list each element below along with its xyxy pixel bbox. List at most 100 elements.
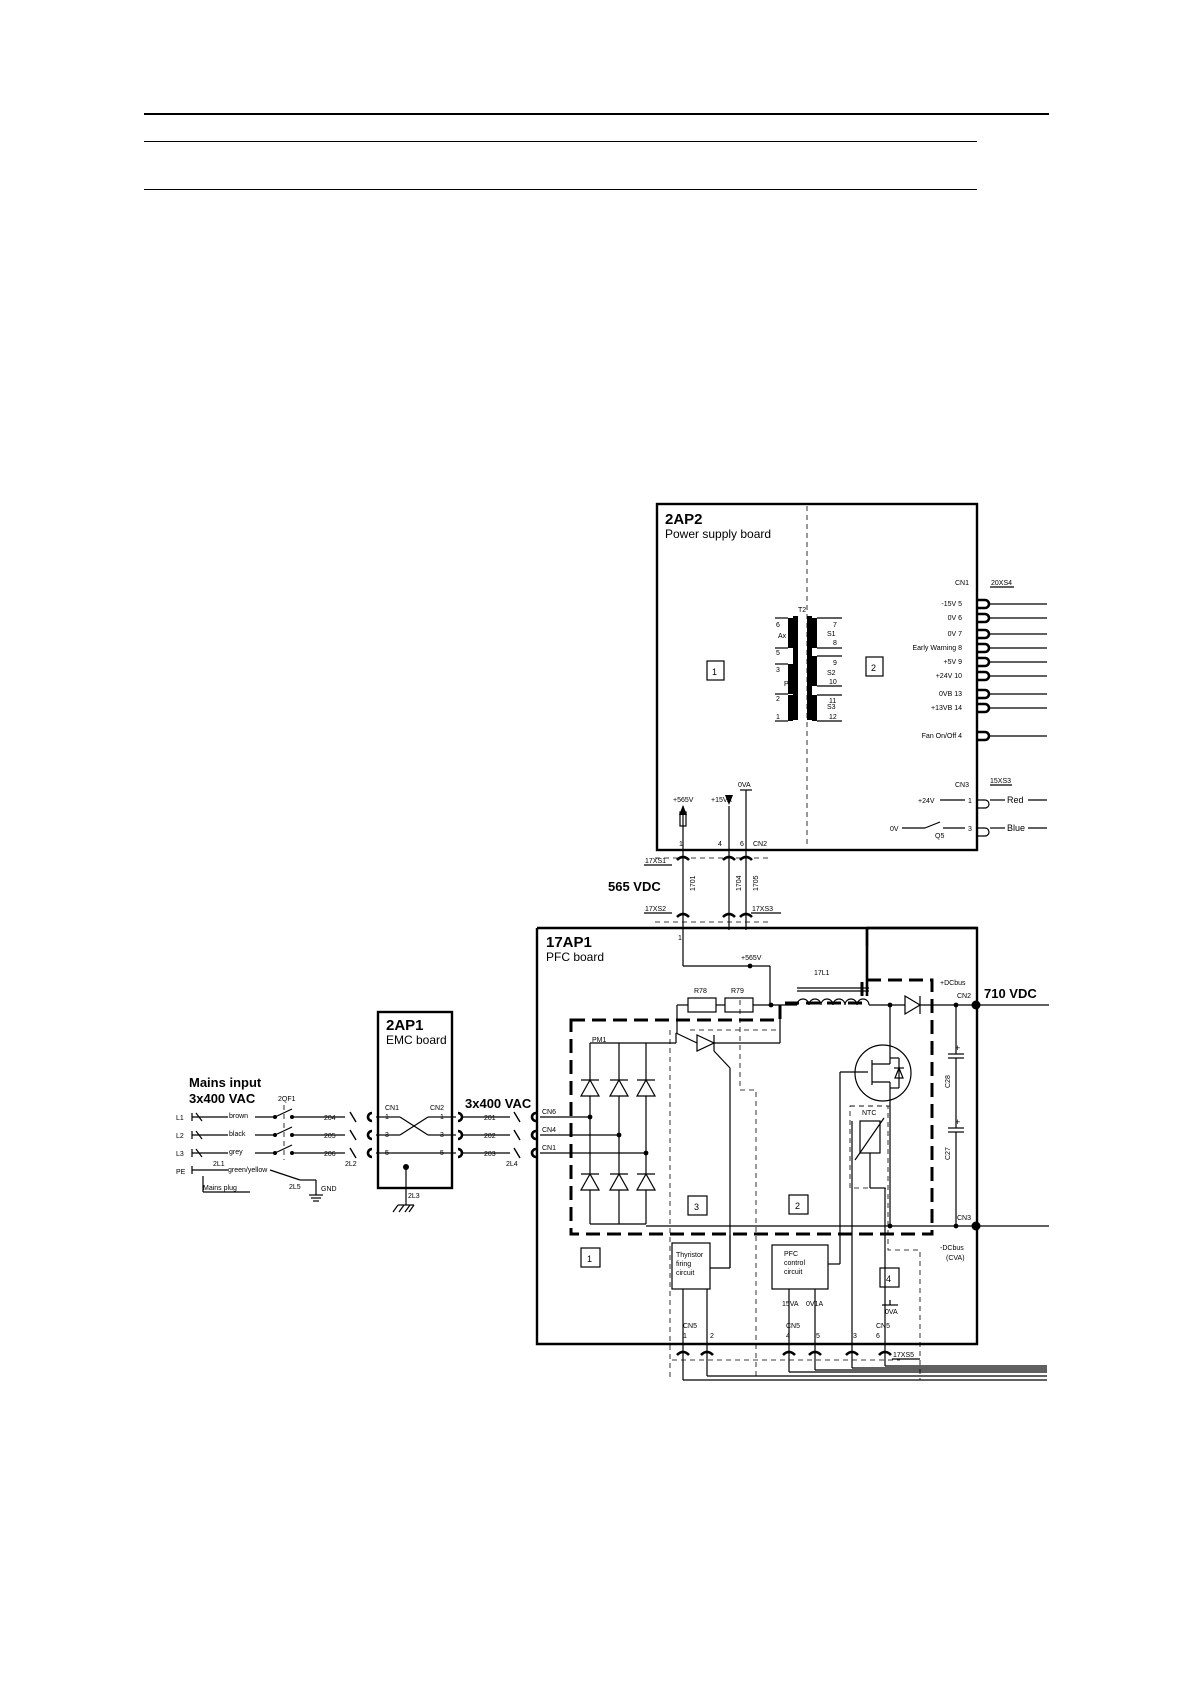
svg-text:10: 10 (829, 679, 837, 686)
svg-text:1705: 1705 (753, 875, 760, 891)
svg-text:CN3: CN3 (955, 782, 969, 789)
svg-text:1: 1 (683, 1333, 687, 1340)
cn1-connector-pin (977, 656, 991, 668)
voltage-710: 710 VDC (984, 986, 1037, 1001)
mains-input: Mains input 3x400 VAC 3x400 VAC 2QF1 L1 … (176, 1075, 560, 1202)
cn1-connector-pin (977, 628, 991, 640)
cn1-connector-pin (977, 642, 991, 654)
svg-text:203: 203 (484, 1151, 496, 1158)
cn5-harness: 17XS5 (672, 1350, 1047, 1381)
mains-title: Mains input (189, 1075, 262, 1090)
header-rule-top (144, 113, 1049, 115)
svg-text:20XS4: 20XS4 (991, 580, 1012, 587)
svg-text:4: 4 (786, 1333, 790, 1340)
svg-text:Mains plug: Mains plug (203, 1185, 237, 1192)
svg-text:S2: S2 (827, 670, 836, 677)
pfc-zone-1: 1 (587, 1254, 592, 1264)
voltage-565: 565 VDC (608, 879, 661, 894)
mains-phase-line (191, 1108, 560, 1123)
svg-text:L1: L1 (176, 1115, 184, 1122)
svg-text:PM1: PM1 (592, 1037, 607, 1044)
bridge-diode (635, 1172, 657, 1191)
svg-text:CN5: CN5 (683, 1323, 697, 1330)
svg-text:CN5: CN5 (876, 1323, 890, 1330)
cn1-signal-label: Early Warning 8 (912, 645, 962, 652)
psu-zone-2: 2 (871, 663, 876, 673)
pfc-zone-3: 3 (694, 1202, 699, 1212)
mains-phase-line (191, 1144, 560, 1159)
pfc-input-voltage: 3x400 VAC (465, 1096, 532, 1111)
svg-text:2QF1: 2QF1 (278, 1096, 296, 1103)
mains-voltage: 3x400 VAC (189, 1091, 256, 1106)
emc-board: 2AP1 EMC board CN1 CN2 1 3 5 1 3 5 2L3 (376, 1010, 454, 1213)
svg-text:0V1A: 0V1A (806, 1301, 823, 1308)
svg-text:+24V: +24V (918, 798, 935, 805)
psu-zone-1: 1 (712, 667, 717, 677)
svg-text:0V: 0V (890, 826, 899, 833)
psu-cn3: CN3 15XS3 +24V 1 Red 0V Q5 3 Blue (890, 778, 1047, 840)
svg-text:CN1: CN1 (542, 1145, 556, 1152)
cn1-output-row: Fan On/Off 4 (922, 730, 1047, 742)
svg-text:R79: R79 (731, 988, 744, 995)
emc-board-name: EMC board (386, 1033, 447, 1047)
svg-text:17XS1: 17XS1 (645, 858, 666, 865)
svg-text:17L1: 17L1 (814, 970, 830, 977)
thyristor-firing-circuit: Thyristor firing circuit (671, 1242, 730, 1350)
svg-text:+: + (955, 1043, 960, 1053)
pfc-board-id: 17AP1 (546, 934, 592, 951)
svg-text:5: 5 (776, 650, 780, 657)
svg-text:17XS2: 17XS2 (645, 906, 666, 913)
transformer-t2: T2 6 5 3 2 1 7 8 9 (775, 607, 842, 722)
svg-text:P: P (784, 681, 789, 688)
cn1-output-row: 0V 6 (948, 612, 1047, 624)
cn1-signal-label: +13VB 14 (931, 705, 962, 712)
cn1-output-row: +24V 10 (936, 670, 1047, 682)
pfc-top-path: R78 R79 +565V 1 17L1 +DCbus CN2 (646, 930, 1049, 1268)
svg-text:Q5: Q5 (935, 833, 944, 840)
cn1-connector-pin (977, 612, 991, 624)
svg-text:S1: S1 (827, 631, 836, 638)
svg-text:0VA: 0VA (885, 1309, 898, 1316)
cn1-connector-pin (977, 688, 991, 700)
svg-text:1: 1 (678, 935, 682, 942)
dc-bus-minus: CN3 -DCbus (CVA) (646, 1215, 1049, 1268)
svg-text:2L4: 2L4 (506, 1161, 518, 1168)
cn1-signal-label: +5V 9 (944, 659, 963, 666)
svg-text:PE: PE (176, 1169, 186, 1176)
svg-text:CN6: CN6 (542, 1109, 556, 1116)
svg-text:circuit: circuit (676, 1270, 694, 1277)
cn1-signal-label: 0V 6 (948, 615, 963, 622)
cn1-signal-label: Fan On/Off 4 (922, 733, 962, 740)
cn1-signal-label: 0V 7 (948, 631, 963, 638)
svg-text:control: control (784, 1260, 805, 1267)
pfc-board-name: PFC board (546, 950, 604, 964)
svg-text:17XS3: 17XS3 (752, 906, 773, 913)
svg-text:201: 201 (484, 1115, 496, 1122)
svg-text:1: 1 (776, 714, 780, 721)
cn1-connector-pin (977, 598, 991, 610)
svg-text:Ax: Ax (778, 633, 787, 640)
svg-text:NTC: NTC (862, 1110, 876, 1117)
svg-text:2L5: 2L5 (289, 1184, 301, 1191)
svg-text:CN1: CN1 (385, 1105, 399, 1112)
bridge-diode (635, 1078, 657, 1097)
svg-text:17XS5: 17XS5 (893, 1352, 914, 1359)
svg-text:2L2: 2L2 (345, 1161, 357, 1168)
svg-text:7: 7 (833, 622, 837, 629)
psu-board-id: 2AP2 (665, 511, 703, 528)
svg-text:2L1: 2L1 (213, 1161, 225, 1168)
svg-text:+15VA: +15VA (711, 797, 732, 804)
cn1-signal-label: +24V 10 (936, 673, 962, 680)
cn1-signal-label: 0VB 13 (939, 691, 962, 698)
svg-text:CN2: CN2 (753, 841, 767, 848)
pfc-zone-4: 4 (886, 1274, 891, 1284)
cn1-output-row: -15V 5 (941, 598, 1047, 610)
svg-text:6: 6 (776, 622, 780, 629)
svg-text:(CVA): (CVA) (946, 1255, 965, 1262)
svg-text:Thyristor: Thyristor (676, 1252, 704, 1259)
svg-text:CN5: CN5 (786, 1323, 800, 1330)
svg-text:Blue: Blue (1007, 823, 1025, 833)
emc-board-id: 2AP1 (386, 1017, 424, 1034)
cn1-output-row: +5V 9 (944, 656, 1047, 668)
svg-text:L3: L3 (176, 1151, 184, 1158)
